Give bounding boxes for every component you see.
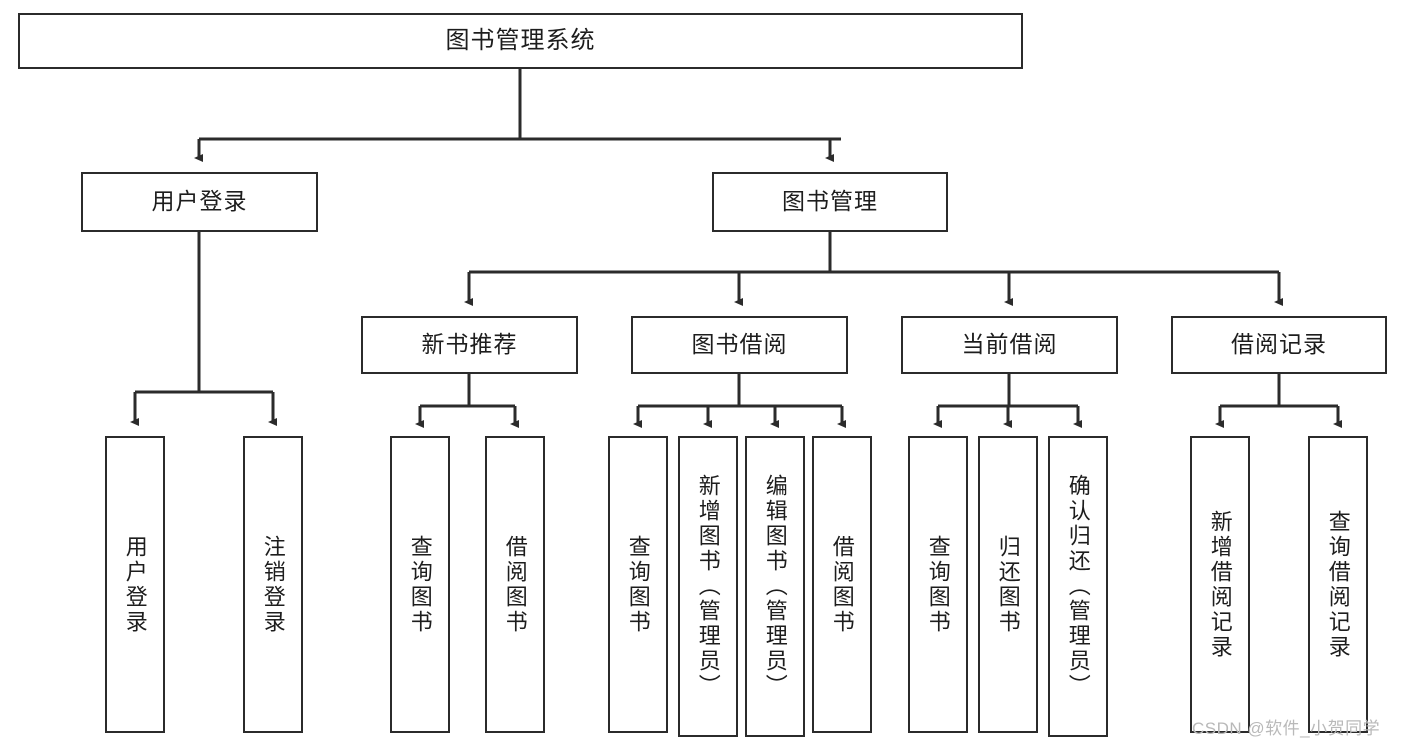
leaf-edit-book-admin[interactable]: 编辑图书（管理员） (745, 436, 805, 737)
leaf-label: 查询图书 (625, 534, 651, 635)
leaf-borrow-book-recommend[interactable]: 借阅图书 (485, 436, 545, 733)
leaf-label: 查询图书 (407, 534, 433, 635)
leaf-query-book-recommend[interactable]: 查询图书 (390, 436, 450, 733)
leaf-label: 编辑图书（管理员） (762, 474, 788, 699)
leaf-label: 查询图书 (925, 534, 951, 635)
node-root-system[interactable]: 图书管理系统 (18, 13, 1023, 69)
node-borrow-record[interactable]: 借阅记录 (1171, 316, 1387, 374)
leaf-borrow-book[interactable]: 借阅图书 (812, 436, 872, 733)
leaf-label: 确认归还（管理员） (1065, 474, 1091, 699)
node-new-book-recommend[interactable]: 新书推荐 (361, 316, 578, 374)
leaf-label: 归还图书 (995, 534, 1021, 635)
csdn-watermark: CSDN @软件_小贺同学 (1192, 719, 1381, 738)
leaf-label: 借阅图书 (502, 534, 528, 635)
leaf-add-borrow-record[interactable]: 新增借阅记录 (1190, 436, 1250, 733)
leaf-add-book-admin[interactable]: 新增图书（管理员） (678, 436, 738, 737)
leaf-logout-login[interactable]: 注销登录 (243, 436, 303, 733)
leaf-label: 借阅图书 (829, 534, 855, 635)
leaf-label: 新增图书（管理员） (695, 474, 721, 699)
leaf-label: 注销登录 (260, 534, 286, 635)
node-book-manage[interactable]: 图书管理 (712, 172, 948, 232)
leaf-query-book-current[interactable]: 查询图书 (908, 436, 968, 733)
leaf-label: 用户登录 (122, 534, 148, 635)
leaf-confirm-return-admin[interactable]: 确认归还（管理员） (1048, 436, 1108, 737)
leaf-query-book-borrow[interactable]: 查询图书 (608, 436, 668, 733)
node-user-login[interactable]: 用户登录 (81, 172, 318, 232)
leaf-user-login[interactable]: 用户登录 (105, 436, 165, 733)
leaf-query-borrow-record[interactable]: 查询借阅记录 (1308, 436, 1368, 733)
node-book-borrow[interactable]: 图书借阅 (631, 316, 848, 374)
leaf-label: 新增借阅记录 (1207, 509, 1233, 660)
leaf-return-book[interactable]: 归还图书 (978, 436, 1038, 733)
node-current-borrow[interactable]: 当前借阅 (901, 316, 1118, 374)
leaf-label: 查询借阅记录 (1325, 509, 1351, 660)
